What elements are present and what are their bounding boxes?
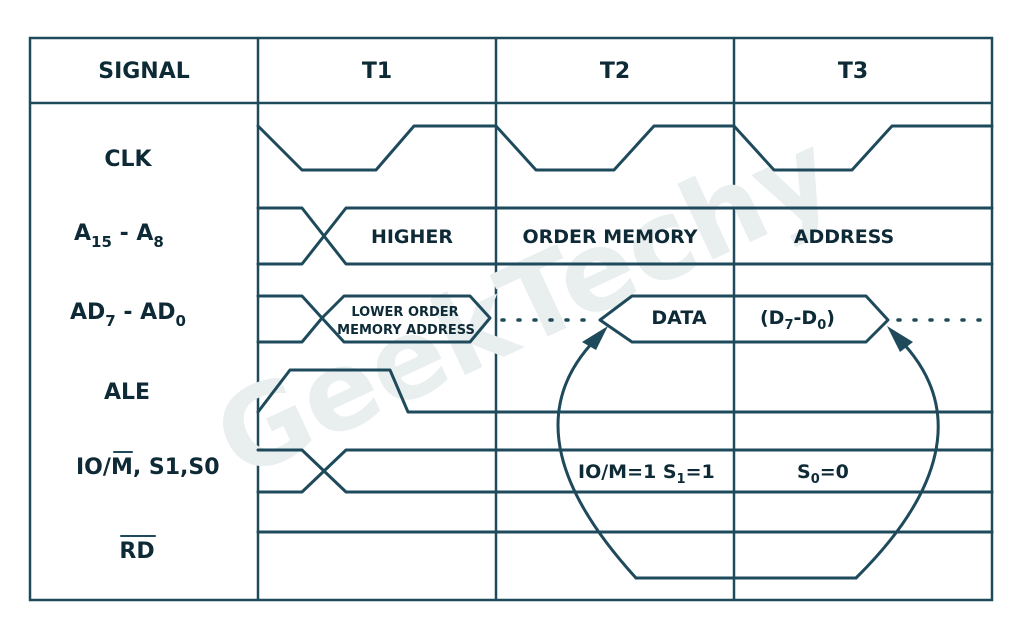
bus-label-higher: HIGHER bbox=[371, 226, 453, 248]
bus-label-lower-order-2: MEMORY ADDRESS bbox=[337, 323, 475, 338]
rd-curve-right bbox=[854, 331, 940, 580]
watermark: GeekTechy bbox=[196, 107, 851, 503]
signal-iom-s1-s0-label: IO/M, S1,S0 bbox=[76, 455, 220, 480]
arrowhead-right bbox=[887, 326, 913, 352]
header-t3: T3 bbox=[838, 59, 868, 84]
header-signal: SIGNAL bbox=[98, 59, 190, 84]
ad7-ad0-bus bbox=[256, 294, 994, 344]
clk-waveform bbox=[256, 124, 994, 172]
signal-a15-a8-label: A15 - A8 bbox=[74, 221, 164, 251]
bus-label-order-memory: ORDER MEMORY bbox=[522, 226, 697, 248]
bus-label-iom-s1: IO/M=1 S1=1 bbox=[578, 461, 715, 487]
signal-clk-label: CLK bbox=[104, 147, 152, 172]
bus-label-d7-d0: (D7-D0) bbox=[760, 307, 835, 333]
arrowhead-left bbox=[582, 326, 608, 350]
signal-ale-label: ALE bbox=[104, 380, 150, 405]
a15-a8-bus bbox=[256, 206, 994, 266]
bus-label-s0: S0=0 bbox=[797, 461, 849, 487]
header-t1: T1 bbox=[362, 59, 392, 84]
bus-label-lower-order-1: LOWER ORDER bbox=[351, 305, 458, 320]
table-grid bbox=[28, 36, 994, 602]
iom-s1-s0-bus bbox=[256, 448, 994, 494]
signal-rd-label: RD bbox=[119, 539, 154, 564]
ale-waveform bbox=[256, 368, 994, 414]
bus-label-data: DATA bbox=[651, 307, 706, 329]
bus-label-address: ADDRESS bbox=[794, 226, 894, 248]
rd-curve-left bbox=[556, 331, 638, 580]
header-t2: T2 bbox=[600, 59, 630, 84]
signal-ad7-ad0-label: AD7 - AD0 bbox=[70, 300, 186, 330]
